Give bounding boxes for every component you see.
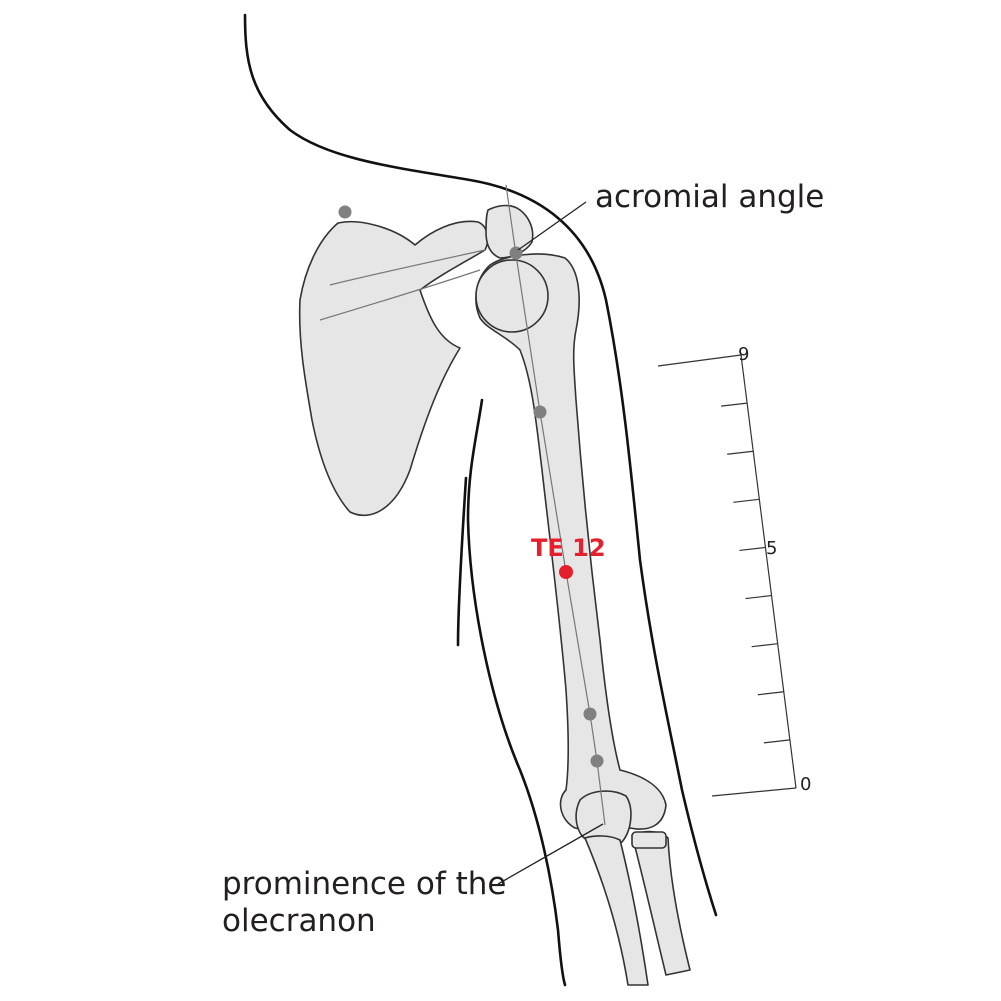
ruler-label-middle: 5 (766, 538, 777, 559)
ruler-tick (739, 546, 766, 552)
scapula-bone (298, 220, 489, 517)
olecranon-label-line1: prominence of the (222, 866, 506, 902)
olecranon-label-line2: olecranon (222, 903, 376, 939)
body-outline-shoulder (243, 13, 718, 917)
ruler-spine (740, 354, 797, 789)
measurement-ruler: 9 5 0 (657, 344, 811, 797)
reference-point-lower-arm-2 (590, 754, 604, 768)
reference-point-lower-arm-1 (583, 707, 597, 721)
ruler-bottom-line (711, 787, 797, 797)
ruler-tick (763, 739, 790, 744)
ruler-tick (745, 594, 772, 600)
reference-point-scapula (338, 205, 352, 219)
reference-point-upper-arm (533, 405, 547, 419)
ruler-tick (733, 498, 760, 503)
acromial-angle-leader (517, 201, 587, 251)
ruler-tick (727, 450, 754, 455)
ruler-tick (757, 691, 784, 696)
acromial-angle-label: acromial angle (595, 179, 824, 215)
humeral-head (475, 259, 549, 333)
acupoint-marker (559, 565, 573, 579)
body-outline-back (456, 476, 468, 647)
ulna-bone (584, 835, 649, 986)
ruler-label-bottom: 0 (800, 774, 811, 795)
acromion-bone (485, 204, 534, 259)
ruler-label-top: 9 (738, 344, 749, 365)
ruler-tick (751, 643, 778, 648)
scapula-spine (329, 249, 486, 286)
olecranon-leader (497, 823, 604, 885)
ruler-top-line (657, 354, 742, 367)
acupoint-label: TE 12 (531, 534, 606, 562)
body-outline-inner-arm (466, 398, 567, 987)
radius-head (631, 831, 667, 849)
scapula-spine-lower (319, 269, 481, 321)
ruler-tick (721, 402, 748, 407)
